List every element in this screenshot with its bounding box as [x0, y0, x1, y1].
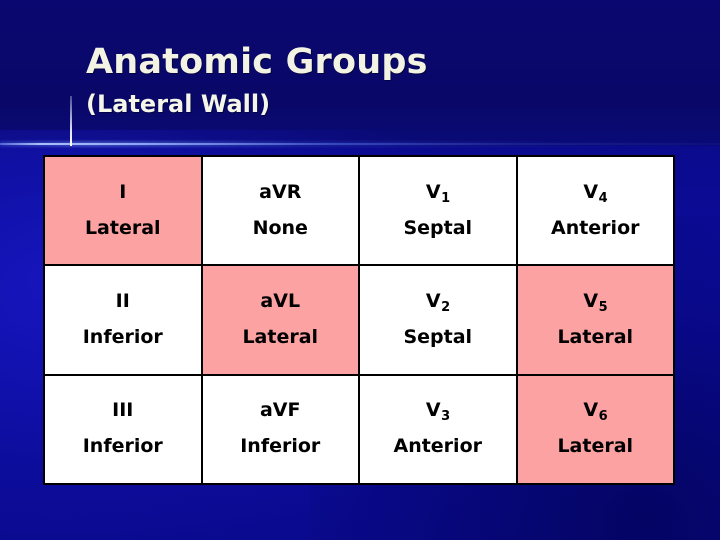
region-label: Lateral: [557, 435, 634, 458]
lead-label: I: [119, 180, 127, 203]
lead-label: aVR: [259, 180, 302, 203]
lead-subscript: 4: [598, 190, 608, 206]
title-accent-tick: [70, 96, 72, 146]
lead-cell-avr[interactable]: aVR None: [200, 154, 360, 267]
lead-label: V5: [583, 290, 608, 315]
region-label: Septal: [403, 325, 473, 348]
lead-subscript: 6: [598, 409, 608, 425]
lead-label: aVF: [259, 399, 301, 422]
lead-cell-iii[interactable]: III Inferior: [43, 373, 203, 485]
lead-subscript: 1: [441, 190, 451, 206]
title-divider-line: [0, 143, 720, 145]
lead-label: II: [115, 290, 130, 312]
page-title: Anatomic Groups: [86, 42, 428, 82]
region-label: Lateral: [242, 325, 319, 348]
region-label: Lateral: [84, 216, 161, 239]
lead-label: aVL: [260, 290, 301, 312]
region-label: Inferior: [240, 435, 321, 458]
lead-subscript: 2: [441, 300, 451, 315]
lead-cell-avl[interactable]: aVL Lateral: [200, 264, 360, 376]
region-label: Anterior: [393, 435, 482, 458]
region-label: Lateral: [557, 325, 634, 348]
lead-subscript: 5: [598, 300, 608, 315]
region-label: Anterior: [550, 216, 640, 239]
lead-label: V1: [425, 180, 451, 206]
lead-label: V3: [425, 399, 451, 425]
region-label: Inferior: [82, 325, 163, 348]
lead-cell-i[interactable]: I Lateral: [43, 154, 203, 267]
lead-label: III: [112, 399, 134, 422]
lead-label: V4: [583, 180, 608, 206]
page-subtitle: (Lateral Wall): [86, 90, 271, 118]
region-label: Inferior: [82, 435, 163, 458]
lead-label: V2: [425, 290, 451, 315]
region-label: None: [252, 216, 308, 239]
lead-subscript: 3: [441, 409, 451, 425]
region-label: Septal: [403, 216, 473, 239]
lead-cell-ii[interactable]: II Inferior: [43, 264, 203, 376]
slide-background-top-band: [0, 0, 720, 146]
lead-label: V6: [583, 399, 608, 425]
lead-cell-avf[interactable]: aVF Inferior: [200, 373, 360, 485]
